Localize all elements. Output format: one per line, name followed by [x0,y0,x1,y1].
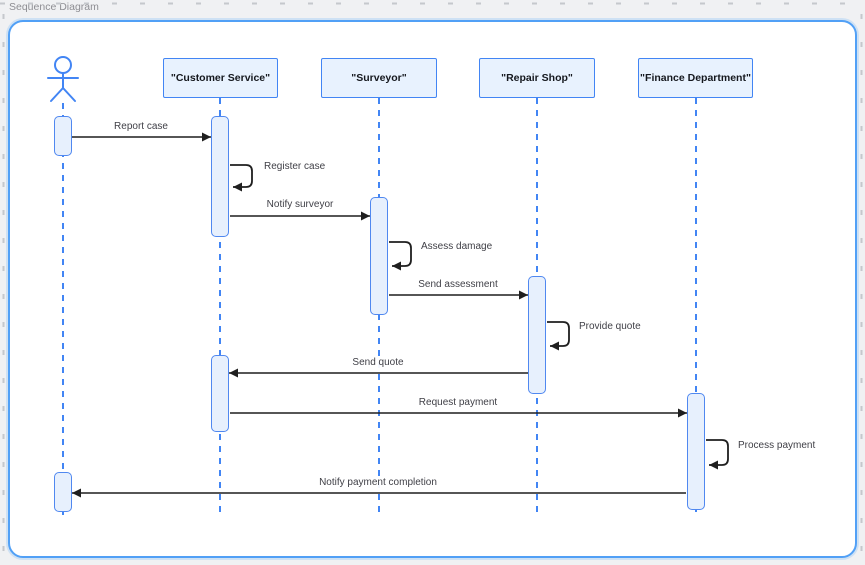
message-label-send-assessment[interactable]: Send assessment [415,278,501,292]
participant-label: "Repair Shop" [501,72,573,84]
activation-bar-surveyor[interactable] [370,197,388,315]
activation-bar-customer-service-1[interactable] [211,116,229,237]
message-label-notify-surveyor[interactable]: Notify surveyor [263,198,337,212]
message-line-assess-damage[interactable] [389,241,412,271]
message-label-request-payment[interactable]: Request payment [415,396,501,410]
participant-label: "Customer Service" [170,72,271,84]
participant-label: "Finance Department" [640,72,751,84]
message-line-register-case[interactable] [230,164,253,192]
message-label-process-payment[interactable]: Process payment [738,440,816,451]
activation-bar-repair-shop[interactable] [528,276,546,394]
activation-bar-finance-department[interactable] [687,393,705,510]
participant-box-surveyor[interactable]: "Surveyor" [321,58,437,98]
participant-box-customer-service[interactable]: "Customer Service" [163,58,278,98]
participant-label: "Surveyor" [351,72,407,84]
activation-bar-actor-2[interactable] [54,472,72,512]
activation-bar-customer-service-2[interactable] [211,355,229,432]
participant-box-repair-shop[interactable]: "Repair Shop" [479,58,595,98]
actor-figure[interactable] [47,56,79,102]
participant-box-finance-department[interactable]: "Finance Department" [638,58,753,98]
message-label-send-quote[interactable]: Send quote [349,356,407,370]
message-line-process-payment[interactable] [706,439,729,470]
message-line-provide-quote[interactable] [547,321,570,351]
message-label-provide-quote[interactable]: Provide quote [579,321,641,332]
activation-bar-actor-1[interactable] [54,116,72,156]
message-label-report-case[interactable]: Report case [111,120,171,134]
message-label-register-case[interactable]: Register case [264,161,326,172]
message-label-notify-payment-completion[interactable]: Notify payment completion [316,476,440,490]
message-label-assess-damage[interactable]: Assess damage [421,241,493,252]
